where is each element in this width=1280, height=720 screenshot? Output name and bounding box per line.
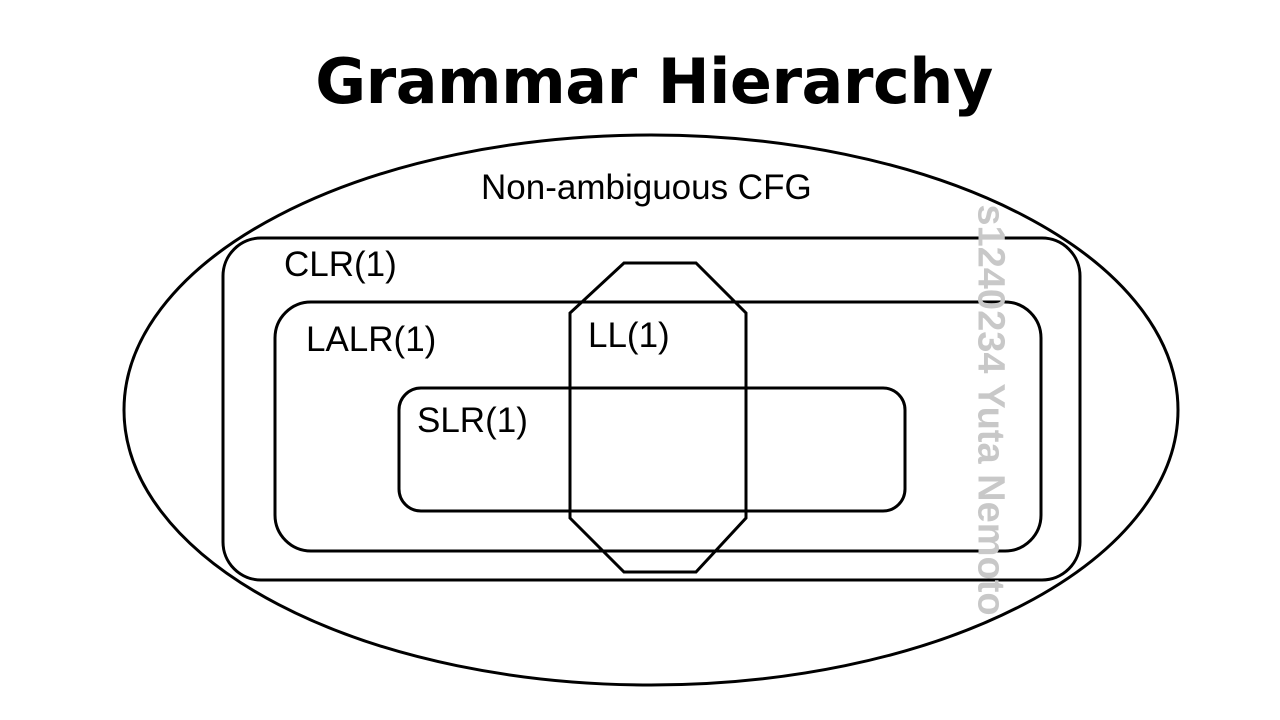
page-title: Grammar Hierarchy xyxy=(315,45,993,118)
author-watermark: s1240234 Yuta Nemoto xyxy=(969,204,1012,616)
non-ambiguous-cfg-ellipse xyxy=(122,133,1180,687)
ll1-label: LL(1) xyxy=(588,316,670,355)
clr1-label: CLR(1) xyxy=(284,245,397,284)
slr1-set xyxy=(397,386,907,513)
ll1-set xyxy=(568,261,748,574)
lalr1-label: LALR(1) xyxy=(306,320,436,359)
slr1-label: SLR(1) xyxy=(417,401,528,440)
lalr1-set xyxy=(273,300,1043,553)
clr1-set xyxy=(221,236,1082,582)
non-ambiguous-cfg-label: Non-ambiguous CFG xyxy=(481,168,812,207)
